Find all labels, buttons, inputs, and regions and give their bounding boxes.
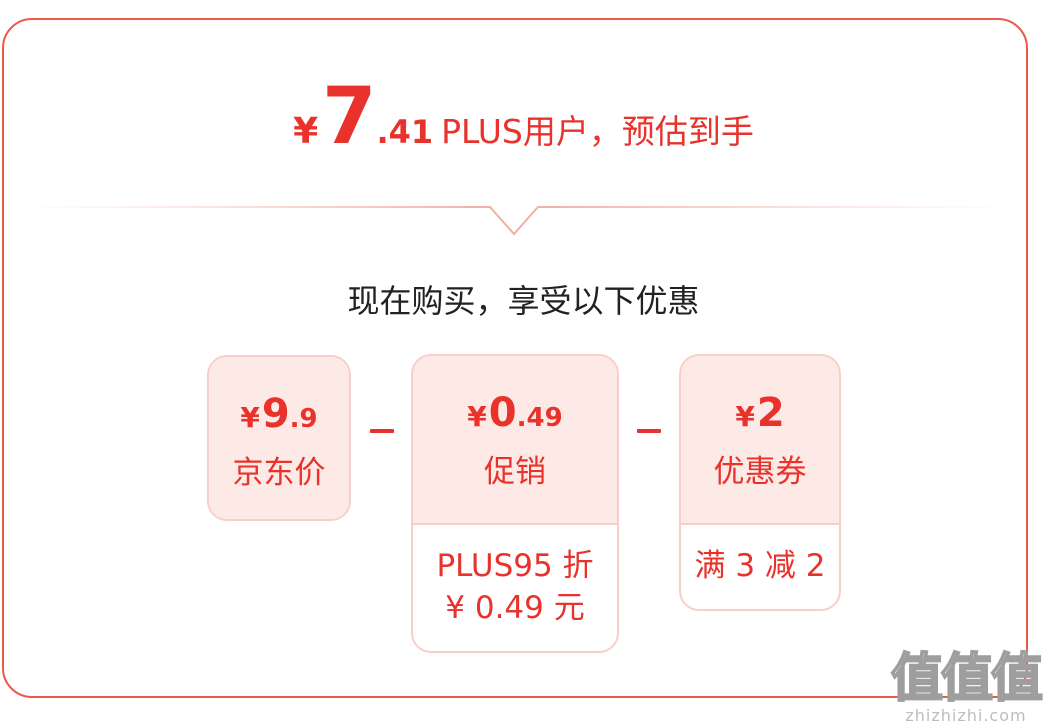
coupon-detail-line1: 满 3 减 2 [694,548,826,584]
promotion-detail: PLUS95 折 ¥ 0.49 元 [413,523,617,629]
jd-price-label: 京东价 [232,455,326,491]
currency-symbol: ¥ [293,111,319,152]
minus-operator-2 [637,429,661,433]
watermark-logo: 值值值 [890,649,1044,709]
promotion-amount: ¥0.49 [467,390,563,436]
coupon-detail: 满 3 减 2 [681,523,839,587]
site-watermark: 值值值 zhizhizhi.com [890,649,1044,725]
discount-subtitle: 现在购买，享受以下优惠 [347,282,700,320]
pointer-divider [20,206,1010,236]
promotion-detail-line1: PLUS95 折 [436,548,594,584]
estimated-price-headline: ¥ 7 .41 PLUS用户，预估到手 [0,78,1047,158]
price-label: PLUS用户，预估到手 [441,112,754,151]
coupon-label: 优惠券 [713,454,807,490]
item-box-coupon: ¥2 优惠券 满 3 减 2 [679,354,841,611]
promotion-label: 促销 [484,454,546,490]
coupon-amount: ¥2 [735,390,785,436]
item-box-promotion: ¥0.49 促销 PLUS95 折 ¥ 0.49 元 [411,354,619,653]
item-box-jd-price: ¥9.9 京东价 [207,355,351,521]
promotion-detail-line2: ¥ 0.49 元 [445,590,585,626]
watermark-url: zhizhizhi.com [905,706,1027,725]
jd-price-amount: ¥9.9 [240,391,318,437]
price-integer: 7 [322,72,377,162]
price-decimal: .41 [376,113,434,151]
minus-operator-1 [370,429,394,433]
